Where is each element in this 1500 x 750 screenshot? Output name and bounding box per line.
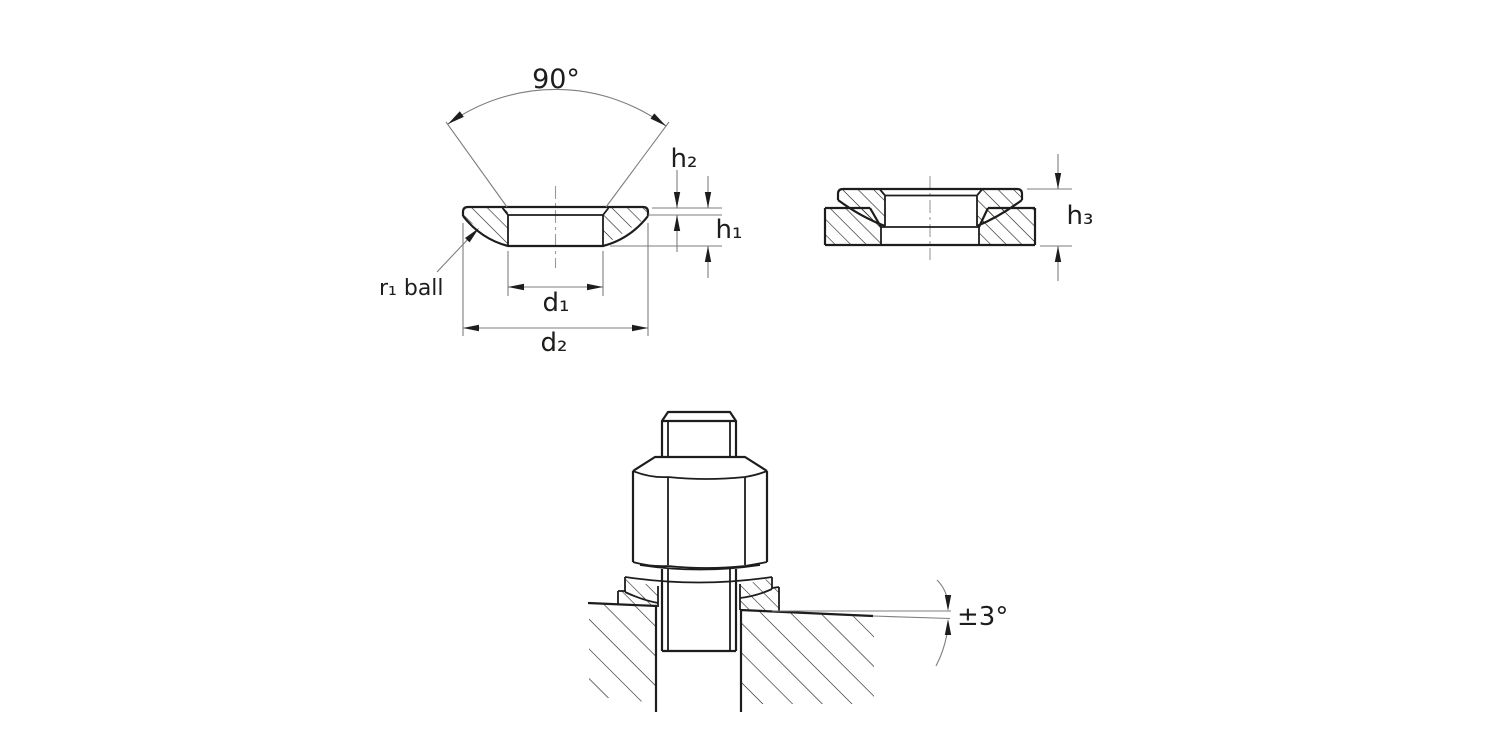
dim-d2: d₂ [462,223,649,358]
app-ball-washer [624,576,773,610]
pair-seat-right-hatch [979,208,1035,245]
plate [587,601,951,712]
stud-shank [660,569,738,653]
dim-label-r1-ball: r₁ ball [379,276,444,301]
ball-washer-section-view: 90° h₂ h₁ d₁ [379,64,742,358]
stud-end [660,410,738,457]
dim-tilt-tolerance: ±3° [935,579,1008,667]
dim-label-90deg: 90° [532,64,580,95]
pair-ball-washer-outline [836,187,1024,228]
r1-ball-leader-arrow [465,228,479,243]
dim-r1-ball: r₁ ball [379,228,479,301]
plate-left-hatch [589,604,656,703]
ball-washer-left-cut-hatch [463,208,508,246]
ball-washer-bore-edges [501,207,610,246]
cone-angle-arrow-right [650,113,666,126]
dim-label-d1: d₁ [543,288,570,318]
app-seat-left-hatch [618,591,658,607]
dim-cone-angle: 90° [445,64,670,208]
assembled-pair-section-view: h₃ [823,154,1093,281]
app-seat-right-hatch [740,587,779,611]
ball-washer-right-cut-hatch [603,208,648,246]
conical-seat-bore [880,226,980,245]
dim-label-h3: h₃ [1067,201,1094,231]
ball-washer-outline [461,205,650,248]
app-ball-left-hatch [625,579,658,603]
hex-nut [631,455,769,571]
plate-right-hatch [741,611,874,704]
app-conical-seat [617,586,780,611]
pair-ball-washer-bore [879,188,983,226]
dim-h3: h₃ [1027,154,1093,281]
app-ball-right-hatch [740,578,772,598]
dim-d1: d₁ [507,251,604,318]
dim-label-h2: h₂ [671,144,698,174]
cone-angle-arrow-left [448,111,464,124]
dim-label-tilt: ±3° [957,602,1008,632]
dim-h2: h₂ [648,144,722,252]
dim-h1: h₁ [610,176,742,278]
application-view: ±3° [587,410,1008,712]
dim-label-d2: d₂ [541,328,568,358]
dim-label-h1: h₁ [716,215,743,245]
